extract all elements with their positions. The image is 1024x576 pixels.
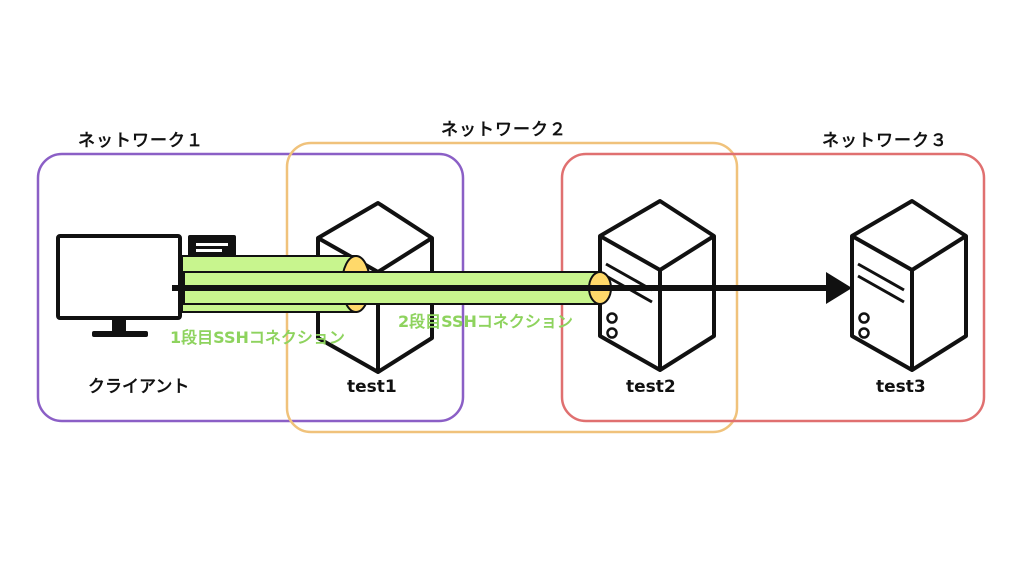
network-2-label: ネットワーク２ bbox=[441, 120, 567, 140]
client-pc-icon bbox=[56, 234, 236, 337]
connection-arrow bbox=[172, 272, 852, 304]
server-test3-icon bbox=[850, 199, 968, 372]
ssh-connection-1-label: 1段目SSHコネクション bbox=[170, 328, 345, 347]
client-label: クライアント bbox=[88, 377, 190, 397]
test2-label: test2 bbox=[626, 377, 676, 397]
network-3-label: ネットワーク３ bbox=[822, 131, 948, 151]
test3-label: test3 bbox=[876, 377, 926, 397]
ssh-connection-2-label: 2段目SSHコネクション bbox=[398, 312, 573, 331]
network-1-label: ネットワーク１ bbox=[78, 131, 204, 151]
test1-label: test1 bbox=[347, 377, 397, 397]
